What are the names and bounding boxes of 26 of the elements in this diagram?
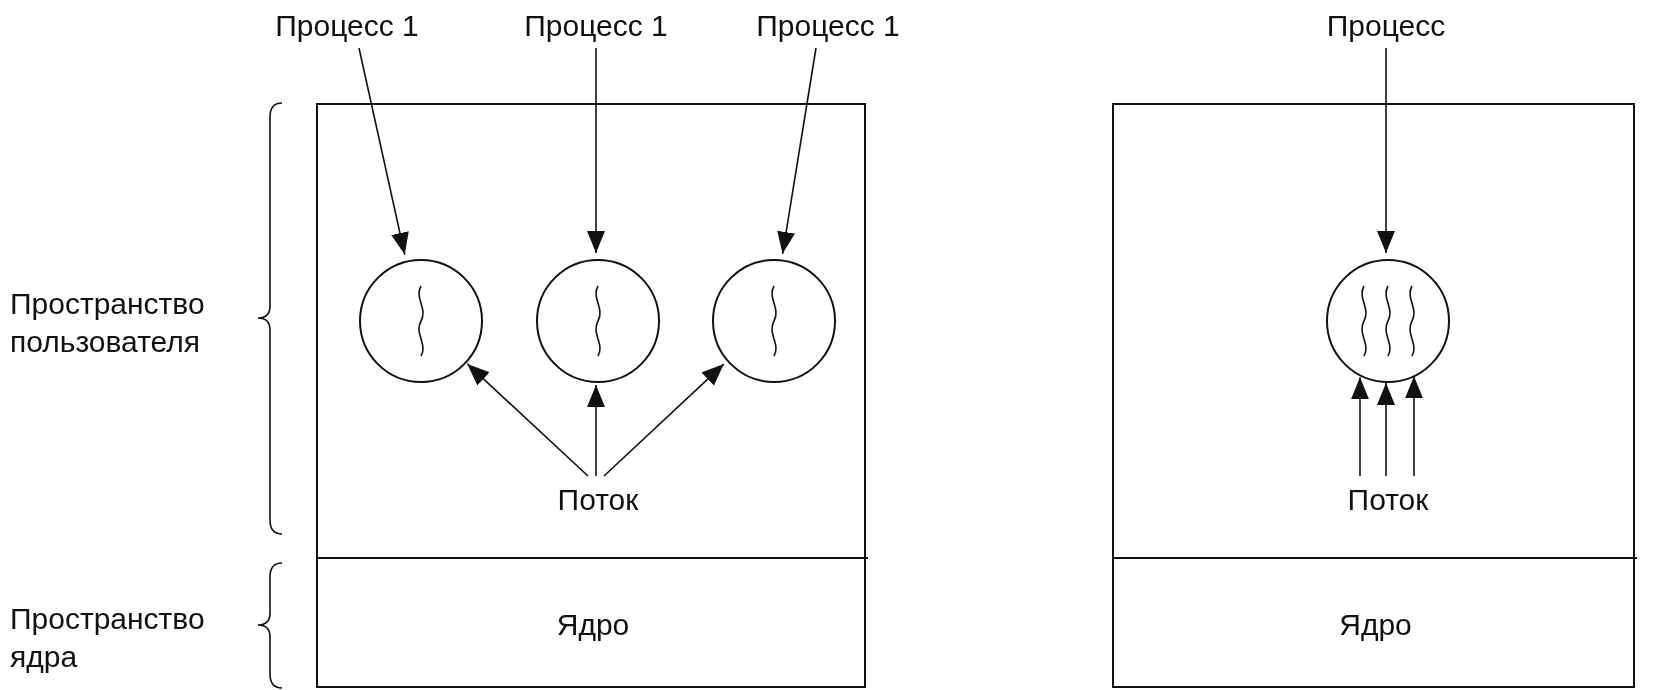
process-frame xyxy=(316,103,866,688)
thread-circle xyxy=(359,259,483,383)
thread-circle xyxy=(1326,259,1450,383)
arrow xyxy=(603,363,725,477)
node-label: Поток xyxy=(557,482,639,518)
node-label: Поток xyxy=(1347,482,1429,518)
arrow xyxy=(1377,47,1395,254)
arrow xyxy=(587,47,605,254)
node-label: Процесс 1 xyxy=(275,8,419,44)
thread-circle xyxy=(712,259,836,383)
arrow xyxy=(777,47,817,255)
arrow xyxy=(1405,375,1423,477)
arrow xyxy=(1377,382,1395,477)
node-label: Процесс 1 xyxy=(524,8,668,44)
region-label: Пространство ядра xyxy=(10,601,206,675)
thread-circle xyxy=(536,259,660,383)
region-label: Пространство пользователя xyxy=(10,286,206,360)
node-label: Процесс 1 xyxy=(756,8,900,44)
arrow xyxy=(587,384,605,477)
kernel-label: Ядро xyxy=(1339,606,1412,643)
arrow xyxy=(358,47,409,256)
arrow xyxy=(1351,376,1369,477)
kernel-label: Ядро xyxy=(556,606,630,643)
node-label: Процесс xyxy=(1326,8,1446,44)
process-frame xyxy=(1112,103,1635,688)
arrow xyxy=(466,363,589,477)
